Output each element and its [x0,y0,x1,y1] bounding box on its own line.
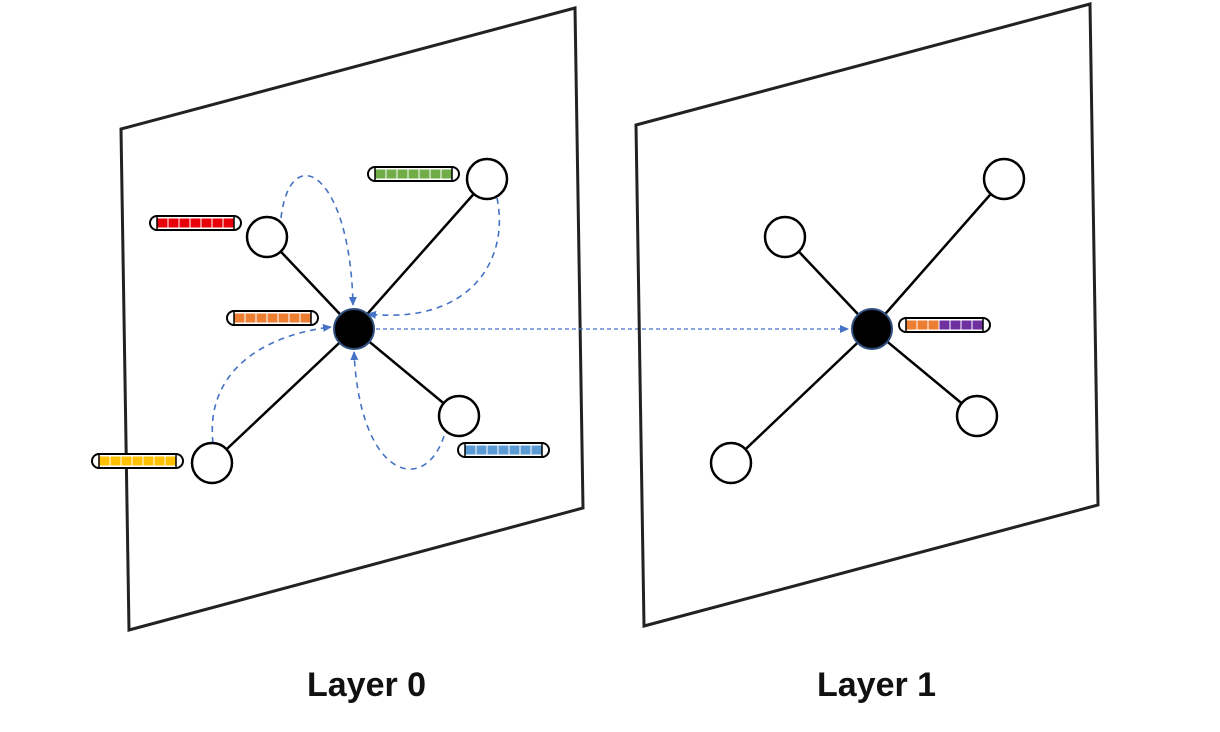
edge [353,178,488,330]
layer-1-label: Layer 1 [817,666,937,704]
feature-cell [440,168,453,180]
feature-cell [418,168,431,180]
feature-cell [153,455,166,467]
feature-cell [407,168,420,180]
feature-cell [266,312,279,324]
layer-0-plane [91,6,585,632]
feature-cell [508,444,521,456]
feature-vector-red [149,215,242,231]
feature-vector-green [367,166,460,182]
feature-cell [233,312,246,324]
feature-cell [189,217,202,229]
center-node [333,308,375,350]
feature-cell [374,168,387,180]
message-arrow [367,197,501,319]
feature-cell [530,444,543,456]
feature-cell [277,312,290,324]
neighbor-node [955,394,999,438]
feature-cell [142,455,155,467]
feature-cell [475,444,488,456]
edge [871,178,1005,330]
feature-cell [464,444,477,456]
feature-cell [288,312,301,324]
feature-cell [385,168,398,180]
feature-cell [396,168,409,180]
layer-1-plane [634,2,1100,628]
feature-vector-blue [457,442,550,458]
feature-cell [905,319,918,331]
feature-vector-yellow [91,453,184,469]
feature-cell [167,217,180,229]
feature-cell [200,217,213,229]
edge [730,328,873,464]
feature-cell [927,319,940,331]
feature-cell [519,444,532,456]
feature-cell [497,444,510,456]
edge [871,328,978,417]
center-node [851,308,893,350]
feature-vector-aggregated [898,317,991,333]
neighbor-node [245,215,289,259]
neighbor-node [763,215,807,259]
feature-cell [164,455,177,467]
feature-cell [156,217,169,229]
feature-cell [299,312,312,324]
neighbor-node [190,441,234,485]
neighbor-node [465,157,509,201]
feature-cell [244,312,257,324]
feature-cell [255,312,268,324]
feature-cell [486,444,499,456]
feature-cell [211,217,224,229]
feature-cell [938,319,951,331]
feature-cell [178,217,191,229]
neighbor-node [982,157,1026,201]
feature-cell [949,319,962,331]
edge [211,328,355,464]
layer-1-plane-outline [634,2,1100,628]
feature-cell [429,168,442,180]
feature-cell [120,455,133,467]
feature-cell [971,319,984,331]
message-arrow [350,351,445,470]
feature-cell [960,319,973,331]
feature-cell [109,455,122,467]
feature-cell [916,319,929,331]
feature-cell [131,455,144,467]
layer-0-label: Layer 0 [307,666,427,704]
neighbor-node [709,441,753,485]
neighbor-node [437,394,481,438]
edge [353,328,460,417]
message-arrow [211,323,332,444]
message-arrow [280,174,357,306]
feature-cell [98,455,111,467]
feature-vector-orange [226,310,319,326]
feature-cell [222,217,235,229]
